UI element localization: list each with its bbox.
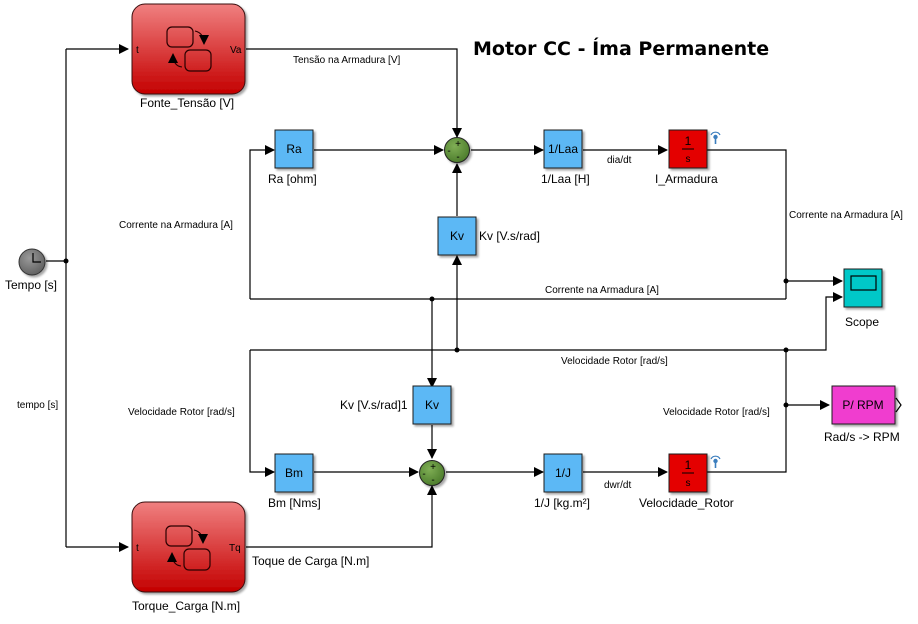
junction-dot bbox=[783, 278, 789, 284]
junction-dot bbox=[429, 296, 435, 302]
wire-w-to-scope[interactable] bbox=[250, 292, 843, 351]
scope-screen-icon bbox=[850, 275, 877, 291]
signal-label-dwr-dt: dwr/dt bbox=[604, 480, 631, 491]
junction-dot bbox=[783, 402, 789, 408]
wire-ia-out[interactable] bbox=[707, 149, 787, 299]
signal-label-corrente-right: Corrente na Armadura [A] bbox=[789, 210, 903, 221]
velocidade-rotor-integrator-block[interactable]: 1 s bbox=[668, 453, 708, 493]
sum-sign-minus: - bbox=[456, 152, 459, 163]
port-in-t: t bbox=[136, 45, 139, 56]
diagram-title: Motor CC - Íma Permanente bbox=[473, 37, 769, 60]
j-gain-text: 1/J bbox=[555, 466, 571, 480]
velocidade-rotor-label: Velocidade_Rotor bbox=[639, 496, 734, 510]
bm-gain-text: Bm bbox=[285, 466, 303, 480]
torque-carga-block[interactable]: t Tq bbox=[131, 501, 246, 593]
signal-label-velocidade-left: Velocidade Rotor [rad/s] bbox=[128, 407, 235, 418]
stateflow-chart-icon bbox=[166, 26, 212, 72]
scope-block[interactable] bbox=[843, 268, 883, 308]
signal-label-velocidade-right: Velocidade Rotor [rad/s] bbox=[663, 407, 770, 418]
integrator-denominator: s bbox=[686, 154, 691, 165]
sum-sign-minus: - bbox=[431, 475, 434, 486]
tempo-label: Tempo [s] bbox=[5, 278, 57, 292]
tempo-clock-block[interactable] bbox=[18, 248, 46, 276]
j-gain-block[interactable]: 1/J bbox=[543, 453, 583, 493]
junction-dot bbox=[63, 258, 69, 264]
torque-carga-label: Torque_Carga [N.m] bbox=[132, 599, 240, 613]
stateflow-chart-icon bbox=[165, 525, 211, 571]
kv-bottom-label: Kv [V.s/rad]1 bbox=[340, 398, 408, 412]
wire-w-to-bm[interactable] bbox=[249, 350, 275, 477]
laa-label: 1/Laa [H] bbox=[541, 172, 590, 186]
clock-icon bbox=[32, 253, 41, 263]
integrator-numerator: 1 bbox=[685, 134, 692, 148]
rpm-label: Rad/s -> RPM bbox=[824, 430, 900, 444]
wire-ia-to-ra[interactable] bbox=[249, 145, 275, 299]
signal-label-tensao: Tensão na Armadura [V] bbox=[293, 55, 401, 66]
bm-gain-block[interactable]: Bm bbox=[274, 453, 314, 493]
j-label: 1/J [kg.m²] bbox=[534, 496, 590, 510]
fonte-tensao-block[interactable]: t Va bbox=[131, 3, 246, 95]
signal-logging-icon[interactable] bbox=[710, 455, 721, 468]
laa-gain-block[interactable]: 1/Laa bbox=[543, 129, 583, 169]
signal-lines bbox=[46, 44, 843, 552]
rpm-block-text: P/ RPM bbox=[842, 398, 883, 412]
rpm-subsystem-block[interactable]: P/ RPM bbox=[831, 385, 902, 425]
wire-va[interactable] bbox=[246, 48, 462, 138]
scope-label: Scope bbox=[845, 315, 879, 329]
bm-label: Bm [Nms] bbox=[268, 496, 321, 510]
sum-sign-minus: - bbox=[422, 469, 425, 480]
kv-top-gain-block[interactable]: Kv bbox=[437, 216, 477, 256]
sum-sign-plus: + bbox=[430, 462, 436, 473]
ra-label: Ra [ohm] bbox=[268, 172, 317, 186]
integrator-numerator: 1 bbox=[685, 458, 692, 472]
i-armadura-integrator-block[interactable]: 1 s bbox=[668, 129, 708, 169]
sum-top-block[interactable]: + - - bbox=[444, 137, 470, 164]
sum-sign-minus: - bbox=[447, 146, 450, 157]
fonte-tensao-label: Fonte_Tensão [V] bbox=[140, 96, 234, 110]
sum-sign-plus: + bbox=[455, 139, 461, 150]
ra-gain-text: Ra bbox=[286, 142, 302, 156]
signal-label-toque: Toque de Carga [N.m] bbox=[252, 554, 369, 568]
integrator-denominator: s bbox=[686, 478, 691, 489]
laa-gain-text: 1/Laa bbox=[548, 142, 578, 156]
junction-dot bbox=[783, 347, 789, 353]
output-port-chevron-icon bbox=[895, 397, 902, 413]
signal-label-dia-dt: dia/dt bbox=[607, 155, 632, 166]
signal-label-corrente-left: Corrente na Armadura [A] bbox=[119, 220, 233, 231]
i-armadura-label: I_Armadura bbox=[655, 172, 718, 186]
junction-dot bbox=[454, 347, 460, 353]
kv-bottom-gain-block[interactable]: Kv bbox=[412, 385, 452, 425]
kv-top-label: Kv [V.s/rad] bbox=[479, 229, 540, 243]
port-out-tq: Tq bbox=[229, 543, 241, 554]
wire-w-out[interactable] bbox=[707, 350, 787, 473]
signal-labels: Tensão na Armadura [V] dia/dt Corrente n… bbox=[17, 55, 903, 568]
signal-label-corrente-mid: Corrente na Armadura [A] bbox=[545, 285, 659, 296]
wire-tq[interactable] bbox=[246, 485, 437, 548]
sum-bottom-block[interactable]: + - - bbox=[419, 460, 445, 487]
signal-label-tempo: tempo [s] bbox=[17, 400, 58, 411]
port-out-va: Va bbox=[230, 45, 242, 56]
ra-gain-block[interactable]: Ra bbox=[274, 129, 314, 169]
signal-logging-icon[interactable] bbox=[710, 131, 721, 144]
kv-top-gain-text: Kv bbox=[450, 229, 464, 243]
kv-bottom-gain-text: Kv bbox=[425, 398, 439, 412]
port-in-t: t bbox=[136, 543, 139, 554]
signal-label-velocidade-mid: Velocidade Rotor [rad/s] bbox=[561, 356, 668, 367]
